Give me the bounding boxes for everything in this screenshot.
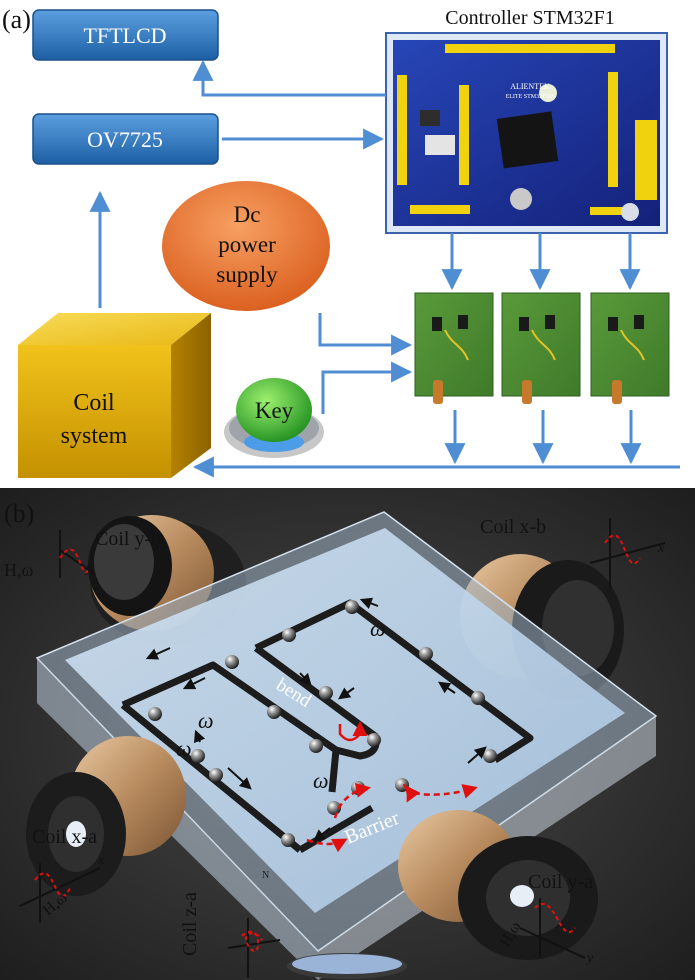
particle <box>367 733 381 747</box>
key-label: Key <box>255 398 294 423</box>
board-model: ELITE STM32F103 <box>506 94 555 100</box>
field-indicator-y-b: H,ω y <box>4 530 96 580</box>
red-trajectory-arrows <box>306 782 478 853</box>
coil-z-a <box>287 953 407 979</box>
driver-board-3 <box>590 292 670 404</box>
ov7725-label: OV7725 <box>87 127 163 152</box>
driver-board-1 <box>414 292 494 404</box>
omega-label-1: ω <box>198 708 214 733</box>
ov7725-module: OV7725 <box>32 113 219 165</box>
panel-b-3d-render: (b) <box>0 488 695 980</box>
particle <box>191 749 205 763</box>
particle <box>483 749 497 763</box>
coil-y-a-label: Coil y-a <box>528 871 593 893</box>
coil-x-a <box>26 736 186 896</box>
board-brand: ALIENTEK <box>510 82 550 91</box>
coil-system-line-2: system <box>61 423 128 449</box>
power-line-2: power <box>218 232 276 257</box>
particle <box>267 705 281 719</box>
particle <box>319 686 333 700</box>
particle <box>471 691 485 705</box>
particle <box>225 655 239 669</box>
particle <box>327 801 341 815</box>
bend-u-turn-arrow <box>338 721 368 742</box>
coil-system-cube: Coil system <box>18 313 211 478</box>
axis-x-label-a: x <box>97 853 105 868</box>
tftlcd-label: TFTLCD <box>83 23 166 48</box>
axis-x-label-b: x <box>657 541 665 556</box>
particle <box>345 600 359 614</box>
driver-board-2 <box>501 292 581 404</box>
panel-b-label: (b) <box>4 499 34 528</box>
axis-y-label-a: y <box>585 951 594 966</box>
field-indicator-x-b: x <box>589 518 666 588</box>
panel-a-label: (a) <box>2 5 31 34</box>
tftlcd-module: TFTLCD <box>32 9 219 61</box>
particle <box>419 647 433 661</box>
particle <box>148 707 162 721</box>
coil-system-line-1: Coil <box>73 390 115 416</box>
microrobot-particles <box>148 600 497 847</box>
panel-a-system-diagram: (a) TFTLCD OV7725 Controller STM32F1 ALI… <box>2 5 680 478</box>
field-label-y-b: H,ω <box>4 560 33 580</box>
channel-right-loop <box>254 599 534 763</box>
coil-x-a-label: Coil x-a <box>32 826 97 848</box>
particle <box>282 628 296 642</box>
particle <box>309 739 323 753</box>
z-axis-marker: N <box>262 870 269 881</box>
arrow-power-to-boards <box>318 313 413 356</box>
particle <box>209 768 223 782</box>
coil-x-b-label: Coil x-b <box>480 516 546 538</box>
key-button: Key <box>224 378 324 458</box>
axis-y-label-b: y <box>84 561 93 576</box>
omega-label-3: ω <box>370 616 386 641</box>
flow-arrows <box>89 59 680 478</box>
omega-label-2: ω <box>176 736 192 761</box>
coil-z-a-label: Coil z-a <box>179 892 201 956</box>
controller-board: ALIENTEK ELITE STM32F103 <box>385 32 668 234</box>
coil-y-a <box>398 810 598 960</box>
dc-power-supply: Dc power supply <box>162 181 330 311</box>
controller-title: Controller STM32F1 <box>445 7 614 29</box>
omega-label-4: ω <box>313 768 329 793</box>
arrow-controller-to-tftlcd <box>192 59 386 97</box>
field-indicator-z-a <box>227 918 281 978</box>
coil-y-b-label: Coil y-b <box>95 528 161 550</box>
channel-bottom <box>298 804 374 854</box>
motion-arrows <box>145 597 487 842</box>
power-line-3: supply <box>216 262 278 287</box>
power-line-1: Dc <box>234 202 261 227</box>
arrow-key-to-boards <box>321 361 413 414</box>
particle <box>281 833 295 847</box>
